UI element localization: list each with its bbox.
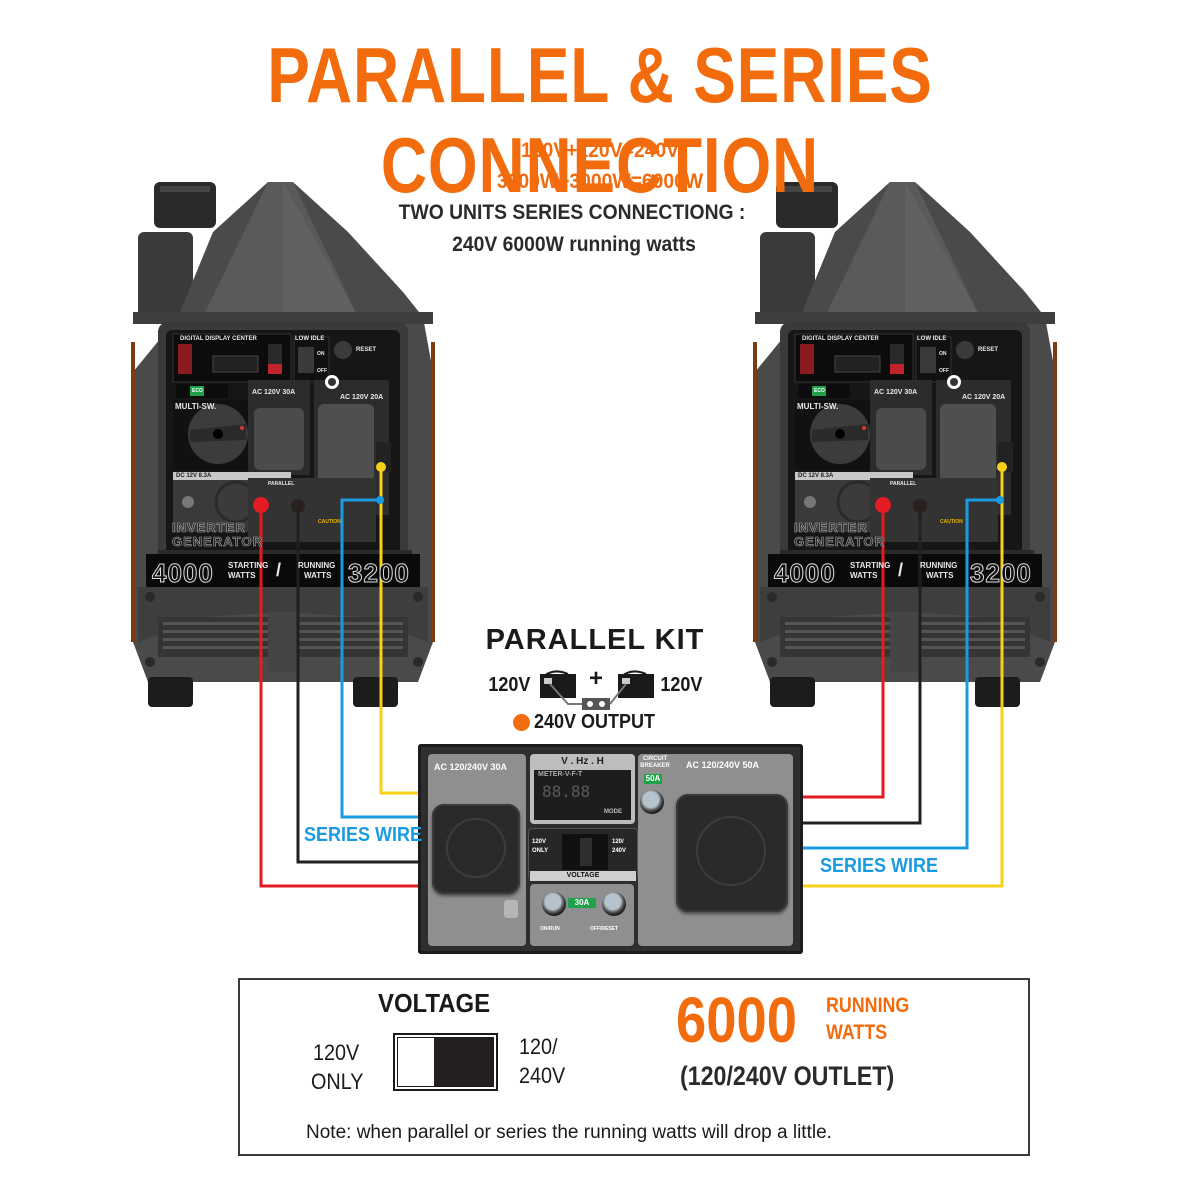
meter-label: METER-V-F-T: [538, 771, 583, 778]
caution-label: CAUTION: [318, 519, 341, 525]
series-wire-label-right: SERIES WIRE: [820, 855, 939, 877]
option-right-line-1: 120/: [519, 1034, 558, 1059]
running-watts-value: 3200: [348, 558, 410, 589]
reset-label: RESET: [978, 347, 999, 353]
starting-label-1: STARTING: [850, 561, 891, 570]
battery-left-icon: [540, 674, 576, 698]
slash-divider: /: [276, 560, 282, 580]
running-label-1: RUNNING: [826, 994, 910, 1017]
off-reset-button[interactable]: [602, 892, 626, 916]
off-label: OFF: [939, 368, 949, 374]
outlet-30a[interactable]: [432, 804, 520, 894]
option-left-line-2: ONLY: [311, 1069, 364, 1094]
brand-line-1: INVERTER: [794, 520, 868, 535]
outlet-type-text: (120/240V OUTLET): [680, 1061, 895, 1091]
battery-pair-icon: [540, 670, 654, 710]
starting-label-1: STARTING: [228, 561, 269, 570]
running-label-2: WATTS: [304, 571, 332, 580]
multi-sw-label: MULTI-SW.: [797, 402, 839, 411]
starting-label-2: WATTS: [850, 571, 878, 580]
page-title: PARALLEL & SERIES CONNECTION: [267, 31, 933, 209]
circuit-breaker-button[interactable]: [640, 790, 664, 814]
running-label-1: RUNNING: [920, 561, 958, 570]
on-run-button[interactable]: [542, 892, 566, 916]
meter-title: V . Hz . H: [561, 756, 604, 767]
display-center-label: DIGITAL DISPLAY CENTER: [180, 336, 257, 342]
starting-watts-value: 4000: [774, 558, 836, 589]
outlet-30a-label: AC 120V 30A: [252, 389, 296, 396]
outlet-20a-label: AC 120V 20A: [962, 394, 1006, 401]
option-left-line-1: 120V: [313, 1040, 360, 1065]
voltage-selector-switch[interactable]: [562, 834, 608, 870]
parallel-kit-title: PARALLEL KIT: [485, 624, 705, 656]
series-result: 240V 6000W running watts: [452, 233, 696, 256]
connector-icon: [582, 698, 610, 710]
eco-label: ECO: [814, 388, 825, 394]
breaker-label: CIRCUIT BREAKER: [640, 756, 670, 769]
kit-output-label: 240V OUTPUT: [534, 711, 656, 733]
dc-label: DC 12V 8.3A: [798, 473, 834, 479]
option-right-line-2: 240V: [519, 1063, 566, 1088]
low-idle-label: LOW IDLE: [295, 336, 325, 342]
on-label: ON: [317, 351, 325, 357]
outlet-20a-label: AC 120V 20A: [340, 394, 384, 401]
meter-mode-label[interactable]: MODE: [604, 809, 622, 815]
series-heading: TWO UNITS SERIES CONNECTIONG :: [398, 201, 746, 224]
output-dot-icon: [513, 714, 530, 731]
outlet-30a-label: AC 120V 30A: [874, 389, 918, 396]
dc-label: DC 12V 8.3A: [176, 473, 212, 479]
off-reset-label: OFF/RESET: [590, 926, 619, 932]
meter-digits: 88.88: [542, 782, 591, 801]
running-label-2: WATTS: [826, 1021, 888, 1044]
brand-line-2: GENERATOR: [172, 534, 263, 549]
caution-label: CAUTION: [940, 519, 963, 525]
ground-terminal-icon: [504, 900, 518, 918]
note-text: Note: when parallel or series the runnin…: [306, 1122, 832, 1143]
left-outlet-label: AC 120/240V 30A: [434, 762, 508, 772]
running-label-2: WATTS: [926, 571, 954, 580]
fuel-cap-icon: [154, 182, 216, 228]
bottom-rating: 30A: [568, 898, 596, 908]
switch-left-label: 120V ONLY: [532, 839, 549, 854]
info-box: [238, 978, 1030, 1156]
parallel-label: PARALLEL: [268, 481, 295, 487]
series-wire-label-left: SERIES WIRE: [304, 824, 423, 846]
off-label: OFF: [317, 368, 327, 374]
parallel-label: PARALLEL: [890, 481, 917, 487]
on-run-label: ON/RUN: [540, 926, 560, 932]
parallel-kit-panel: AC 120/240V 30A V . Hz . H METER-V-F-T 8…: [418, 744, 803, 954]
switch-caption: VOLTAGE: [566, 872, 600, 879]
voltage-equation: 120V+120V=240V: [521, 139, 679, 162]
breaker-rating: 50A: [644, 774, 662, 784]
starting-label-2: WATTS: [228, 571, 256, 580]
running-watts-value: 6000: [676, 984, 798, 1056]
kit-plus-sign: +: [589, 665, 604, 692]
voltage-title: VOLTAGE: [378, 988, 491, 1018]
multi-sw-label: MULTI-SW.: [175, 402, 217, 411]
on-label: ON: [939, 351, 947, 357]
running-watts-value: 3200: [970, 558, 1032, 589]
running-label-1: RUNNING: [298, 561, 336, 570]
brand-line-2: GENERATOR: [794, 534, 885, 549]
kit-left-voltage: 120V: [488, 674, 531, 696]
brand-line-1: INVERTER: [172, 520, 246, 535]
wattage-equation: 3000W+3000W=6000W: [496, 170, 704, 193]
reset-label: RESET: [356, 347, 377, 353]
right-outlet-label: AC 120/240V 50A: [686, 760, 760, 770]
fuel-cap-icon: [776, 182, 838, 228]
starting-watts-value: 4000: [152, 558, 214, 589]
switch-right-label: 120/ 240V: [612, 839, 627, 854]
display-center-label: DIGITAL DISPLAY CENTER: [802, 336, 879, 342]
voltage-switch-illustration: [393, 1033, 498, 1091]
slash-divider: /: [898, 560, 904, 580]
eco-label: ECO: [192, 388, 203, 394]
kit-right-voltage: 120V: [660, 674, 703, 696]
low-idle-label: LOW IDLE: [917, 336, 947, 342]
outlet-50a[interactable]: [676, 794, 788, 912]
